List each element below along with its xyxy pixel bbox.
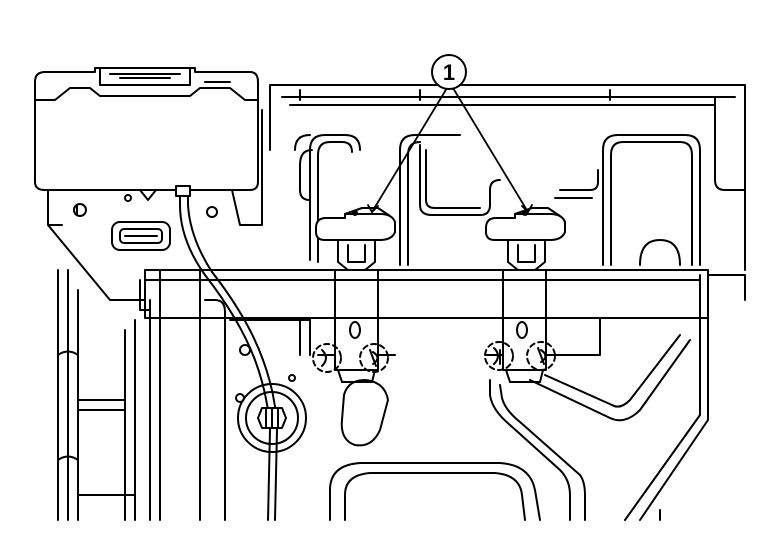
- main-rail: [144, 269, 746, 319]
- side-ribs: [57, 269, 136, 521]
- control-box: [34, 67, 259, 191]
- clip-marker-3: [484, 341, 514, 371]
- wire-harness: [175, 185, 278, 521]
- wire-frame-center: [399, 134, 501, 266]
- vertical-post: [124, 269, 226, 521]
- callout-1: 1: [431, 54, 467, 90]
- clip-marker-1: [312, 343, 342, 373]
- mounting-bracket: [47, 189, 263, 301]
- callout-1-label: 1: [443, 60, 455, 85]
- cable-grommet: [235, 374, 307, 453]
- leader-lines: [367, 87, 533, 213]
- diagonal-brace: [489, 317, 709, 521]
- clip-markers: [312, 341, 556, 373]
- clip-tabs: [321, 347, 547, 367]
- wire-frame-left: [294, 134, 361, 263]
- clip-left: [315, 207, 396, 383]
- lower-panel: [229, 317, 541, 521]
- clip-marker-2: [359, 343, 389, 373]
- clip-marker-4: [526, 341, 556, 371]
- tray-frame: [261, 84, 746, 271]
- clip-right: [485, 207, 566, 383]
- wire-frame-right: [554, 134, 701, 266]
